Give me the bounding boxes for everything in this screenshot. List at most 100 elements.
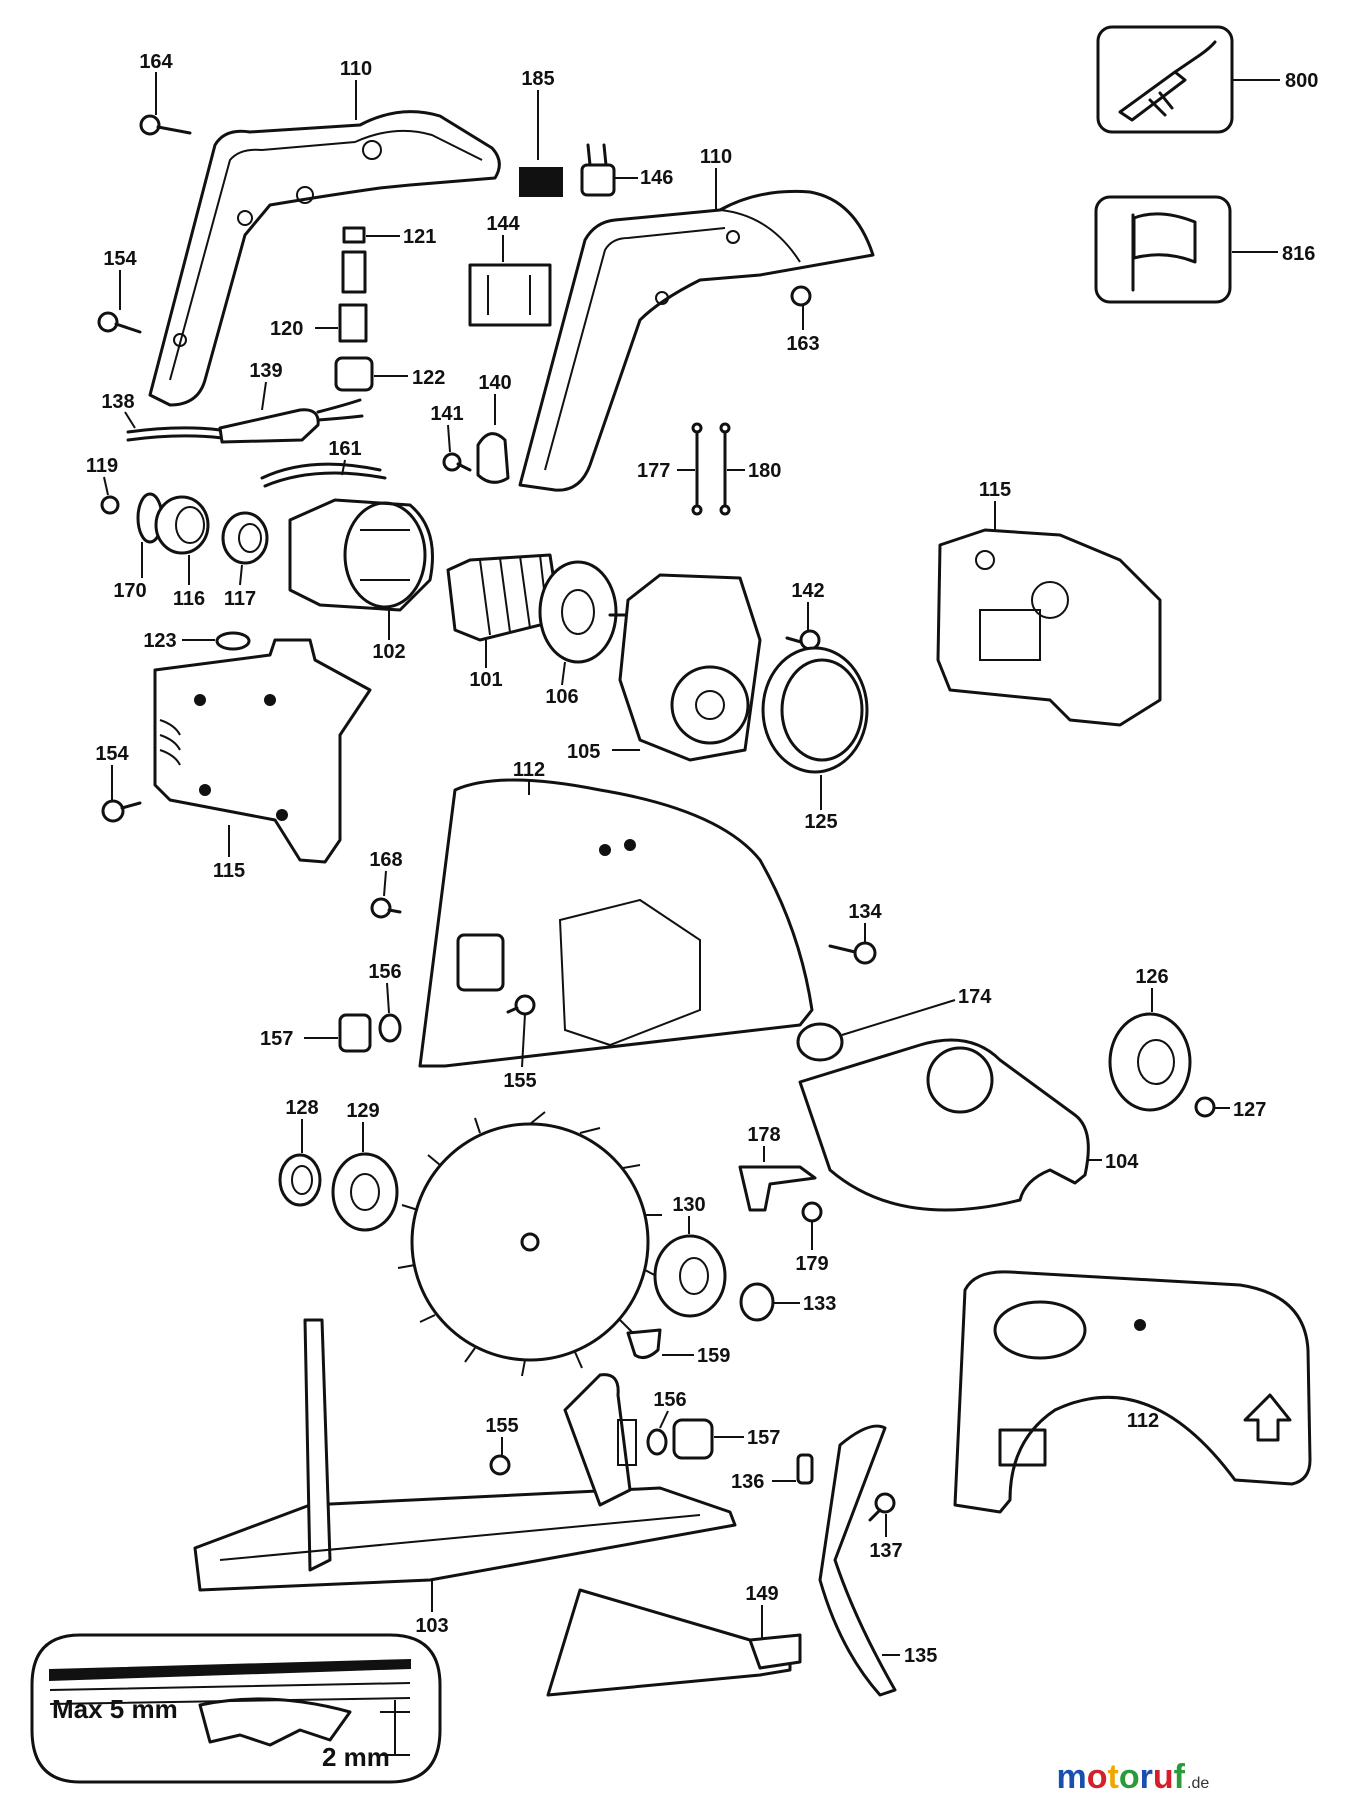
screw-168: [370, 897, 402, 919]
watermark: motoruf .de: [1057, 1758, 1210, 1796]
callout-164: 164: [139, 51, 174, 115]
blade-guard-112-upper: [418, 778, 814, 1068]
callout-137: 137: [869, 1514, 903, 1562]
bushing-174: [796, 1022, 844, 1062]
callout-116: 116: [173, 555, 205, 610]
callout-130: 130: [672, 1194, 706, 1234]
svg-text:112: 112: [1127, 1410, 1159, 1432]
svg-text:168: 168: [369, 849, 402, 871]
callout-156b: 156: [653, 1389, 687, 1429]
svg-text:816: 816: [1282, 243, 1315, 265]
lower-guard-104: [798, 1038, 1090, 1212]
svg-text:129: 129: [346, 1100, 379, 1122]
screw-119: [100, 495, 120, 515]
svg-text:133: 133: [803, 1293, 836, 1315]
callout-141: 141: [430, 403, 464, 453]
svg-text:101: 101: [469, 669, 502, 691]
callout-179: 179: [795, 1222, 829, 1275]
gear-housing-105: [618, 573, 762, 762]
callout-120: 120: [270, 318, 338, 340]
screw-142: [785, 629, 821, 651]
callout-157a: 157: [260, 1028, 338, 1050]
callout-163: 163: [786, 306, 820, 355]
callout-139: 139: [249, 360, 283, 411]
svg-text:130: 130: [672, 1194, 705, 1216]
screw-154-lower: [101, 799, 142, 823]
callout-125: 125: [804, 775, 838, 833]
callout-110a: 110: [340, 58, 372, 120]
svg-text:156: 156: [368, 961, 401, 983]
depth-label: Max 5 mm: [52, 1694, 178, 1724]
screw-179: [801, 1201, 823, 1223]
watermark-tld: .de: [1187, 1775, 1209, 1792]
callout-112a: 112: [513, 759, 545, 795]
soldering-tool-drawing: [1118, 40, 1217, 122]
callout-group: 164 110 185 146 110 800 154 121 144 816 …: [86, 51, 1319, 1667]
callout-103: 103: [415, 1580, 449, 1637]
svg-text:127: 127: [1233, 1099, 1266, 1121]
switch-block-144: [468, 263, 552, 327]
svg-text:123: 123: [143, 630, 176, 652]
washer-156-lower: [646, 1428, 668, 1456]
svg-text:115: 115: [979, 479, 1011, 501]
svg-text:140: 140: [478, 372, 511, 394]
callout-180: 180: [727, 460, 781, 482]
motor-cover-115-left: [153, 638, 372, 864]
callout-142: 142: [791, 580, 825, 630]
svg-text:164: 164: [139, 51, 173, 73]
svg-text:116: 116: [173, 588, 205, 610]
guide-149: [546, 1588, 802, 1697]
callout-104: 104: [1088, 1151, 1139, 1173]
riving-knife-135: [818, 1424, 897, 1697]
svg-text:121: 121: [403, 226, 436, 248]
svg-text:161: 161: [328, 438, 361, 460]
callout-127: 127: [1215, 1099, 1266, 1121]
filter-185: [519, 167, 563, 197]
callout-119: 119: [86, 455, 118, 496]
callout-140: 140: [478, 372, 512, 425]
screw-137: [868, 1492, 896, 1522]
screw-127: [1194, 1096, 1216, 1118]
callout-157b: 157: [714, 1427, 780, 1449]
callout-101: 101: [469, 640, 503, 691]
svg-text:180: 180: [748, 460, 781, 482]
svg-text:110: 110: [700, 146, 732, 168]
callout-102: 102: [372, 608, 406, 663]
callout-155a: 155: [503, 1013, 537, 1092]
svg-text:136: 136: [731, 1471, 764, 1493]
svg-text:102: 102: [372, 641, 405, 663]
bolt-133: [739, 1282, 775, 1322]
callout-121: 121: [366, 226, 436, 248]
accessory-box-800: [1096, 25, 1234, 134]
washer-156-upper: [378, 1013, 402, 1043]
saw-blade: [397, 1111, 662, 1377]
svg-text:117: 117: [224, 588, 256, 610]
screw-134: [828, 941, 877, 965]
nut-163: [790, 285, 812, 307]
svg-text:800: 800: [1285, 70, 1318, 92]
svg-text:156: 156: [653, 1389, 686, 1411]
svg-text:139: 139: [249, 360, 282, 382]
callout-129: 129: [346, 1100, 380, 1152]
svg-text:159: 159: [697, 1345, 730, 1367]
stator-102: [288, 498, 434, 612]
flag-drawing: [1131, 212, 1197, 292]
callout-144: 144: [486, 213, 521, 262]
callout-135: 135: [882, 1645, 937, 1667]
svg-text:144: 144: [486, 213, 520, 235]
svg-text:122: 122: [412, 367, 445, 389]
clamp-140: [476, 432, 510, 484]
callout-170: 170: [113, 542, 147, 602]
svg-text:115: 115: [213, 860, 245, 882]
callout-177: 177: [637, 460, 695, 482]
cable-links-177-180: [691, 422, 731, 516]
cable-161: [260, 462, 387, 488]
cutting-depth-inset: Max 5 mm 2 mm: [30, 1633, 442, 1784]
callout-174: 174: [841, 986, 992, 1036]
svg-text:157: 157: [260, 1028, 293, 1050]
blade-guard-112-outer: [953, 1270, 1312, 1514]
bracket-178: [738, 1165, 817, 1212]
callout-149: 149: [745, 1583, 779, 1638]
svg-text:106: 106: [545, 686, 578, 708]
